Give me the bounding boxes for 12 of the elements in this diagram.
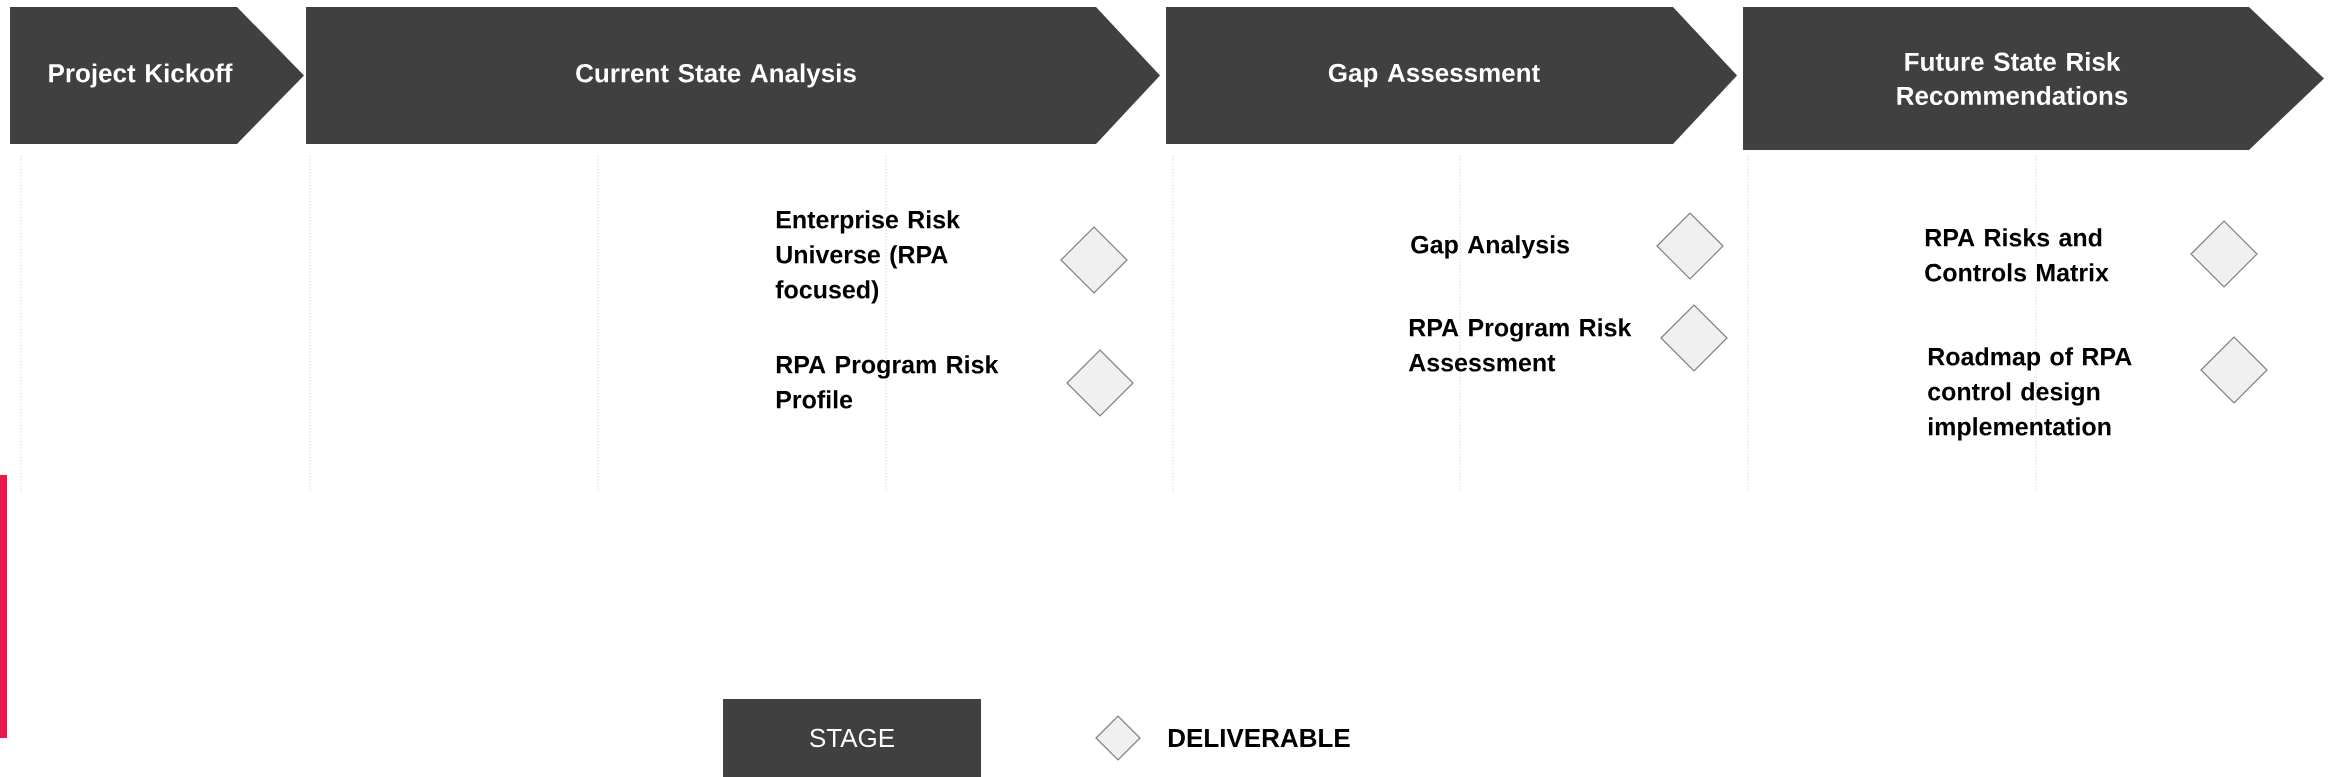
- deliverable-label: RPA Risks and Controls Matrix: [1925, 228, 2109, 282]
- legend-label: DELIVERABLE: [1168, 729, 1350, 747]
- deliverable-label: Gap Analysis: [1411, 235, 1569, 259]
- stage-band: Gap Assessment: [1166, 7, 1737, 144]
- legend-label: STAGE: [810, 728, 894, 748]
- stage-band: Future State Risk Recommendations: [1743, 7, 2325, 150]
- stage-band: Current State Analysis: [306, 7, 1160, 144]
- deliverable-label: Roadmap of RPA control design implementation: [1928, 347, 2132, 441]
- deliverable-label: RPA Program Risk Profile: [776, 355, 999, 409]
- stage-band: Project Kickoff: [10, 7, 304, 144]
- deliverable-label: Enterprise Risk Universe (RPA focused): [775, 210, 960, 304]
- deliverable-label: RPA Program Risk Assessment: [1408, 318, 1632, 372]
